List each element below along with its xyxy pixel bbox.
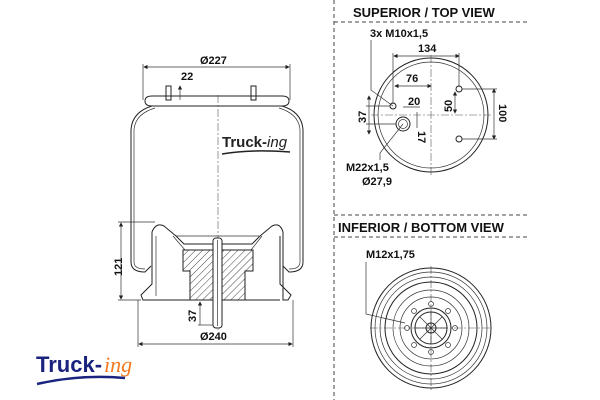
logo-swoosh (36, 375, 126, 386)
dim-20: 20 (408, 96, 420, 108)
dim-bottom-diameter: Ø240 (200, 331, 227, 343)
dim-134: 134 (418, 43, 437, 55)
bottom-view: INFERIOR / BOTTOM VIEW M12x1,75 (338, 220, 505, 390)
stud-hole (455, 135, 463, 143)
dim-bottom-stud: 37 (187, 310, 199, 322)
svg-text:Truck-ing: Truck-ing (222, 134, 288, 151)
dim-17: 17 (415, 131, 427, 143)
watermark-logo: Truck-ing (221, 134, 291, 155)
bolt-holes (404, 301, 458, 355)
stud-thread-label: 3x M10x1,5 (370, 28, 428, 40)
mounting-stud (165, 85, 172, 101)
dim-50: 50 (443, 100, 455, 112)
brand-logo: Truck- ing (36, 352, 132, 386)
air-thread-label: M22x1,5 (346, 162, 389, 174)
piston (140, 224, 292, 301)
bottom-view-title: INFERIOR / BOTTOM VIEW (338, 220, 505, 235)
dim-37: 37 (357, 111, 369, 123)
dim-76: 76 (406, 73, 418, 85)
logo-text-accent: ing (104, 352, 132, 377)
dim-top-diameter: Ø227 (200, 55, 227, 67)
dim-100: 100 (496, 104, 508, 122)
top-view-title: SUPERIOR / TOP VIEW (353, 5, 496, 20)
dim-stud-height: 22 (181, 71, 193, 83)
bellows (130, 105, 153, 273)
bottom-thread-label: M12x1,75 (366, 249, 415, 261)
air-diameter-label: Ø27,9 (362, 176, 392, 188)
logo-text-primary: Truck- (36, 352, 102, 377)
mounting-stud (250, 85, 257, 101)
dim-piston-height: 121 (113, 258, 125, 276)
side-view: Ø227 22 121 37 Ø240 Tru (113, 55, 304, 347)
top-view: SUPERIOR / TOP VIEW 3x M10x1,5 134 76 20… (346, 5, 508, 188)
top-plate (144, 95, 290, 107)
